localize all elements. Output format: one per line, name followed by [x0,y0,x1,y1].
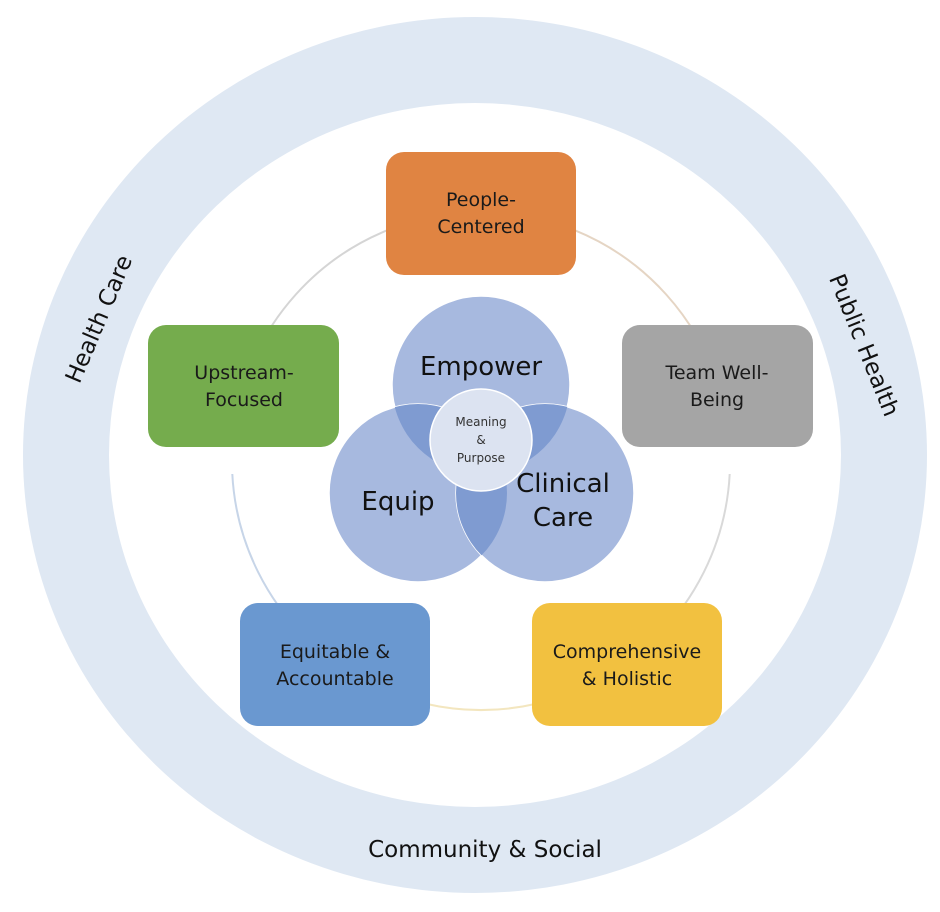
venn-center-meaning-purpose [429,388,533,492]
box-upstream-focused: Upstream- Focused [148,325,339,447]
venn-label-clinical-care-line1: Clinical [516,469,610,499]
box-people-centered: People- Centered [386,152,576,275]
venn-center-label-line: & [476,433,485,447]
venn-center-label-line: Meaning [455,415,506,429]
box-team-well-being: Team Well- Being [622,325,813,447]
box-label-line: Comprehensive [553,641,701,663]
box-equitable-accountable: Equitable & Accountable [240,603,430,726]
connector-arc-comprehensive-equitable [424,702,538,711]
box-label-line: Focused [205,389,283,411]
venn-diagram: Empower Equip Clinical Care Meaning & Pu… [328,295,635,583]
venn-label-clinical-care-line2: Care [533,503,593,533]
venn-center-label-line: Purpose [457,451,505,465]
box-label-line: Upstream- [194,362,293,384]
box-label-line: Equitable & [280,641,391,663]
box-label-line: Centered [437,216,524,238]
box-comprehensive-holistic: Comprehensive & Holistic [532,603,722,726]
box-label-line: Accountable [276,668,393,690]
box-label-line: & Holistic [582,668,672,690]
ring-label-community-social: Community & Social [368,837,602,863]
box-label-line: Being [690,389,744,411]
box-label-line: Team Well- [664,362,768,384]
venn-label-empower: Empower [420,352,542,382]
box-label-line: People- [446,189,516,211]
venn-label-equip: Equip [361,487,434,517]
